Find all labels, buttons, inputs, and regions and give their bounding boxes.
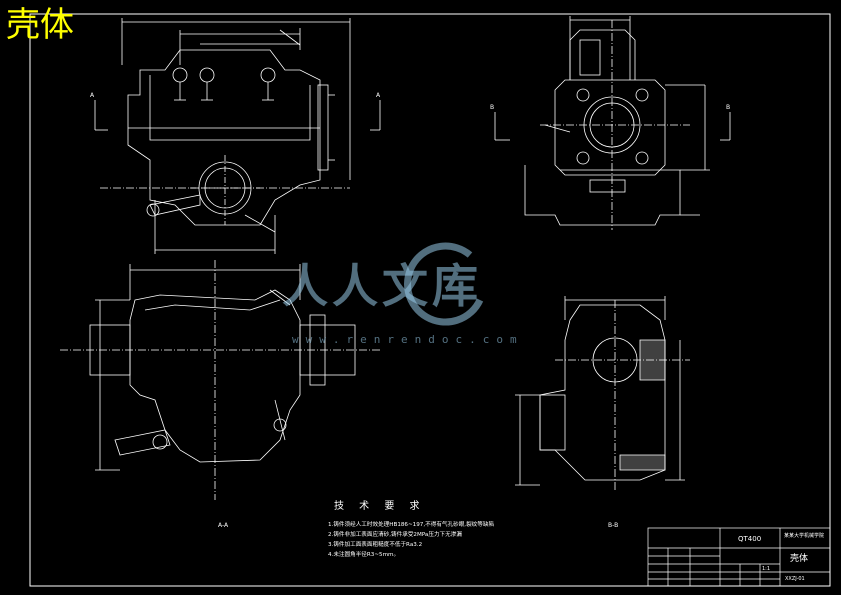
section-marker-b-left: B (490, 104, 495, 111)
drawing-title-stamp: 壳体 (6, 5, 74, 45)
watermark-text: 人人文库 (282, 259, 482, 313)
side-view (494, 16, 731, 230)
section-bb (515, 296, 690, 490)
section-marker-b-right: B (726, 104, 731, 111)
front-view (94, 18, 381, 254)
section-marker-a-right: A (376, 92, 381, 99)
view-label-aa: A-A (218, 522, 229, 529)
tech-note: 2.铸件非加工表面应清砂,铸件承受2MPa压力下无渗漏 (328, 532, 462, 538)
title-block-part-name: 壳体 (790, 554, 809, 564)
watermark-url: www.renrendoc.com (292, 333, 524, 346)
technical-requirements-heading: 技 术 要 求 (334, 501, 426, 512)
title-block-drawing-no: XXZJ-01 (785, 576, 805, 582)
title-block-org: 某某大学机械学院 (784, 533, 825, 539)
view-label-bb: B-B (608, 522, 619, 529)
title-block-scale: 1:1 (762, 566, 771, 572)
title-block-material: QT400 (738, 535, 762, 543)
drawing-border (29, 13, 831, 587)
tech-note: 1.铸件须经人工时效处理HB186~197,不得有气孔砂眼,裂纹等缺陷 (328, 522, 495, 528)
section-aa (60, 260, 380, 500)
technical-requirements-list: 1.铸件须经人工时效处理HB186~197,不得有气孔砂眼,裂纹等缺陷 2.铸件… (328, 520, 494, 560)
tech-note: 4.未注圆角半径R3~5mm。 (328, 552, 400, 558)
section-marker-a-left: A (90, 92, 95, 99)
tech-note: 3.铸件加工面表面粗糙度不低于Ra3.2 (328, 542, 423, 548)
title-block (647, 527, 831, 587)
watermark-logo (404, 242, 484, 326)
